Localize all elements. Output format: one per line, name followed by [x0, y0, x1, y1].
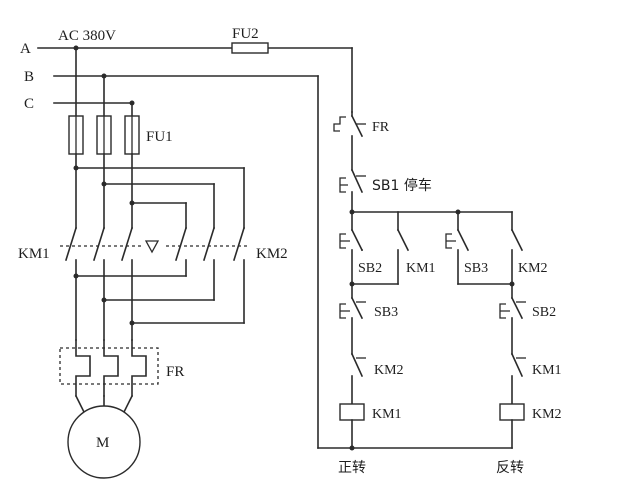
junction-dot [101, 297, 107, 303]
label-sb2-forward: SB2 [358, 261, 382, 276]
label-km1-hold: KM1 [406, 261, 436, 276]
sb2-actuator [339, 233, 350, 249]
km2-coil-symbol [499, 403, 525, 421]
label-km2-coil: KM2 [532, 407, 562, 422]
junction-dot [73, 273, 79, 279]
interlock-triangle [144, 240, 160, 254]
label-sb2-interlock: SB2 [532, 305, 556, 320]
junction-dot [349, 445, 355, 451]
label-km2-hold: KM2 [518, 261, 548, 276]
label-phase-c: C [24, 96, 34, 112]
label-fr-contact: FR [372, 120, 390, 135]
control-circuit [333, 111, 526, 451]
label-km2-main: KM2 [256, 246, 288, 262]
label-sb1-stop: SB1 停车 [372, 177, 432, 194]
label-km1-interlock: KM1 [532, 363, 562, 378]
junction-dot [129, 320, 135, 326]
label-fr-main: FR [166, 364, 184, 380]
label-km2-interlock: KM2 [374, 363, 404, 378]
label-km1-main: KM1 [18, 246, 50, 262]
fr-thermal-box [59, 347, 159, 385]
power-circuit [59, 47, 250, 479]
motor-symbol [67, 405, 141, 479]
fr-heater-a [75, 339, 91, 397]
label-forward-caption: 正转 [338, 460, 366, 476]
sb2-interlock-actuator [499, 303, 510, 319]
fr-heater-b [103, 339, 119, 397]
sb3-actuator [445, 233, 456, 249]
label-km1-coil: KM1 [372, 407, 402, 422]
label-phase-b: B [24, 69, 34, 85]
fu2-fuse-symbol [231, 42, 269, 54]
sb1-actuator [339, 177, 348, 193]
fr-heater-c [131, 339, 147, 397]
fr-contact-actuator [333, 116, 346, 132]
sb3-interlock-actuator [339, 303, 350, 319]
km1-coil-symbol [339, 403, 365, 421]
label-supply-voltage: AC 380V [58, 28, 116, 44]
label-sb3-reverse: SB3 [464, 261, 488, 276]
label-fu1: FU1 [146, 129, 173, 145]
label-fu2: FU2 [232, 26, 259, 42]
label-phase-a: A [20, 41, 31, 57]
label-reverse-caption: 反转 [496, 460, 524, 476]
label-motor: M [96, 435, 109, 451]
label-sb3-interlock: SB3 [374, 305, 398, 320]
